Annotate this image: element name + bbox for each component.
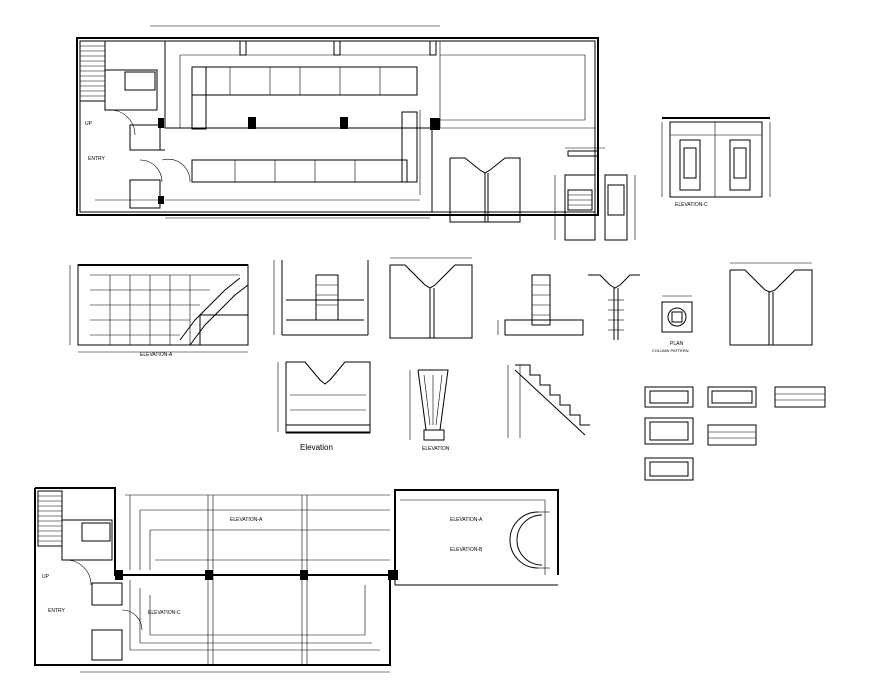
column-section-detail — [497, 274, 584, 336]
top-floor-plan: UP ENTRY — [76, 25, 599, 219]
cabinet-details-grid — [644, 386, 826, 481]
elevation-block-drawing: Elevation — [277, 361, 371, 452]
bottom-entry-label: ENTRY — [48, 608, 66, 614]
column-pattern-label: COLUMN PATTERN — [652, 348, 689, 353]
trough-section-1 — [449, 157, 521, 223]
elevation-a-label: ELEVATION-A — [140, 352, 173, 358]
shelf-elevation-drawing — [273, 260, 369, 336]
plan-label: PLAN — [670, 341, 683, 347]
pit-section-detail — [588, 274, 640, 340]
plan-elevation-b-label: ELEVATION-B — [450, 547, 483, 553]
cabinet-section-detail — [554, 147, 636, 241]
elevation-block-label: Elevation — [300, 443, 333, 452]
elevation-c-label: ELEVATION-C — [675, 202, 708, 208]
stair-elevation-drawing — [507, 364, 590, 438]
column-pattern-plan: PLAN COLUMN PATTERN — [652, 295, 693, 353]
entry-label: ENTRY — [88, 156, 106, 162]
elevation-a-drawing: ELEVATION-A — [69, 264, 249, 358]
plan-elevation-a2-label: ELEVATION-A — [450, 517, 483, 523]
trough-section-2 — [389, 257, 473, 339]
plan-elevation-c-label: ELEVATION-C — [148, 610, 181, 616]
planter-elevation-drawing: ELEVATION — [409, 369, 450, 452]
bottom-floor-plan: UP ENTRY ELEVATION-A ELEVATION-A ELEVATI… — [34, 487, 559, 673]
elevation-c-drawing: ELEVATION-C — [661, 117, 771, 208]
bottom-stair-up-label: UP — [42, 574, 50, 580]
planter-elevation-label: ELEVATION — [422, 446, 450, 452]
stair-up-label: UP — [85, 121, 93, 127]
trough-section-3 — [729, 262, 813, 346]
plan-elevation-a-label: ELEVATION-A — [230, 517, 263, 523]
